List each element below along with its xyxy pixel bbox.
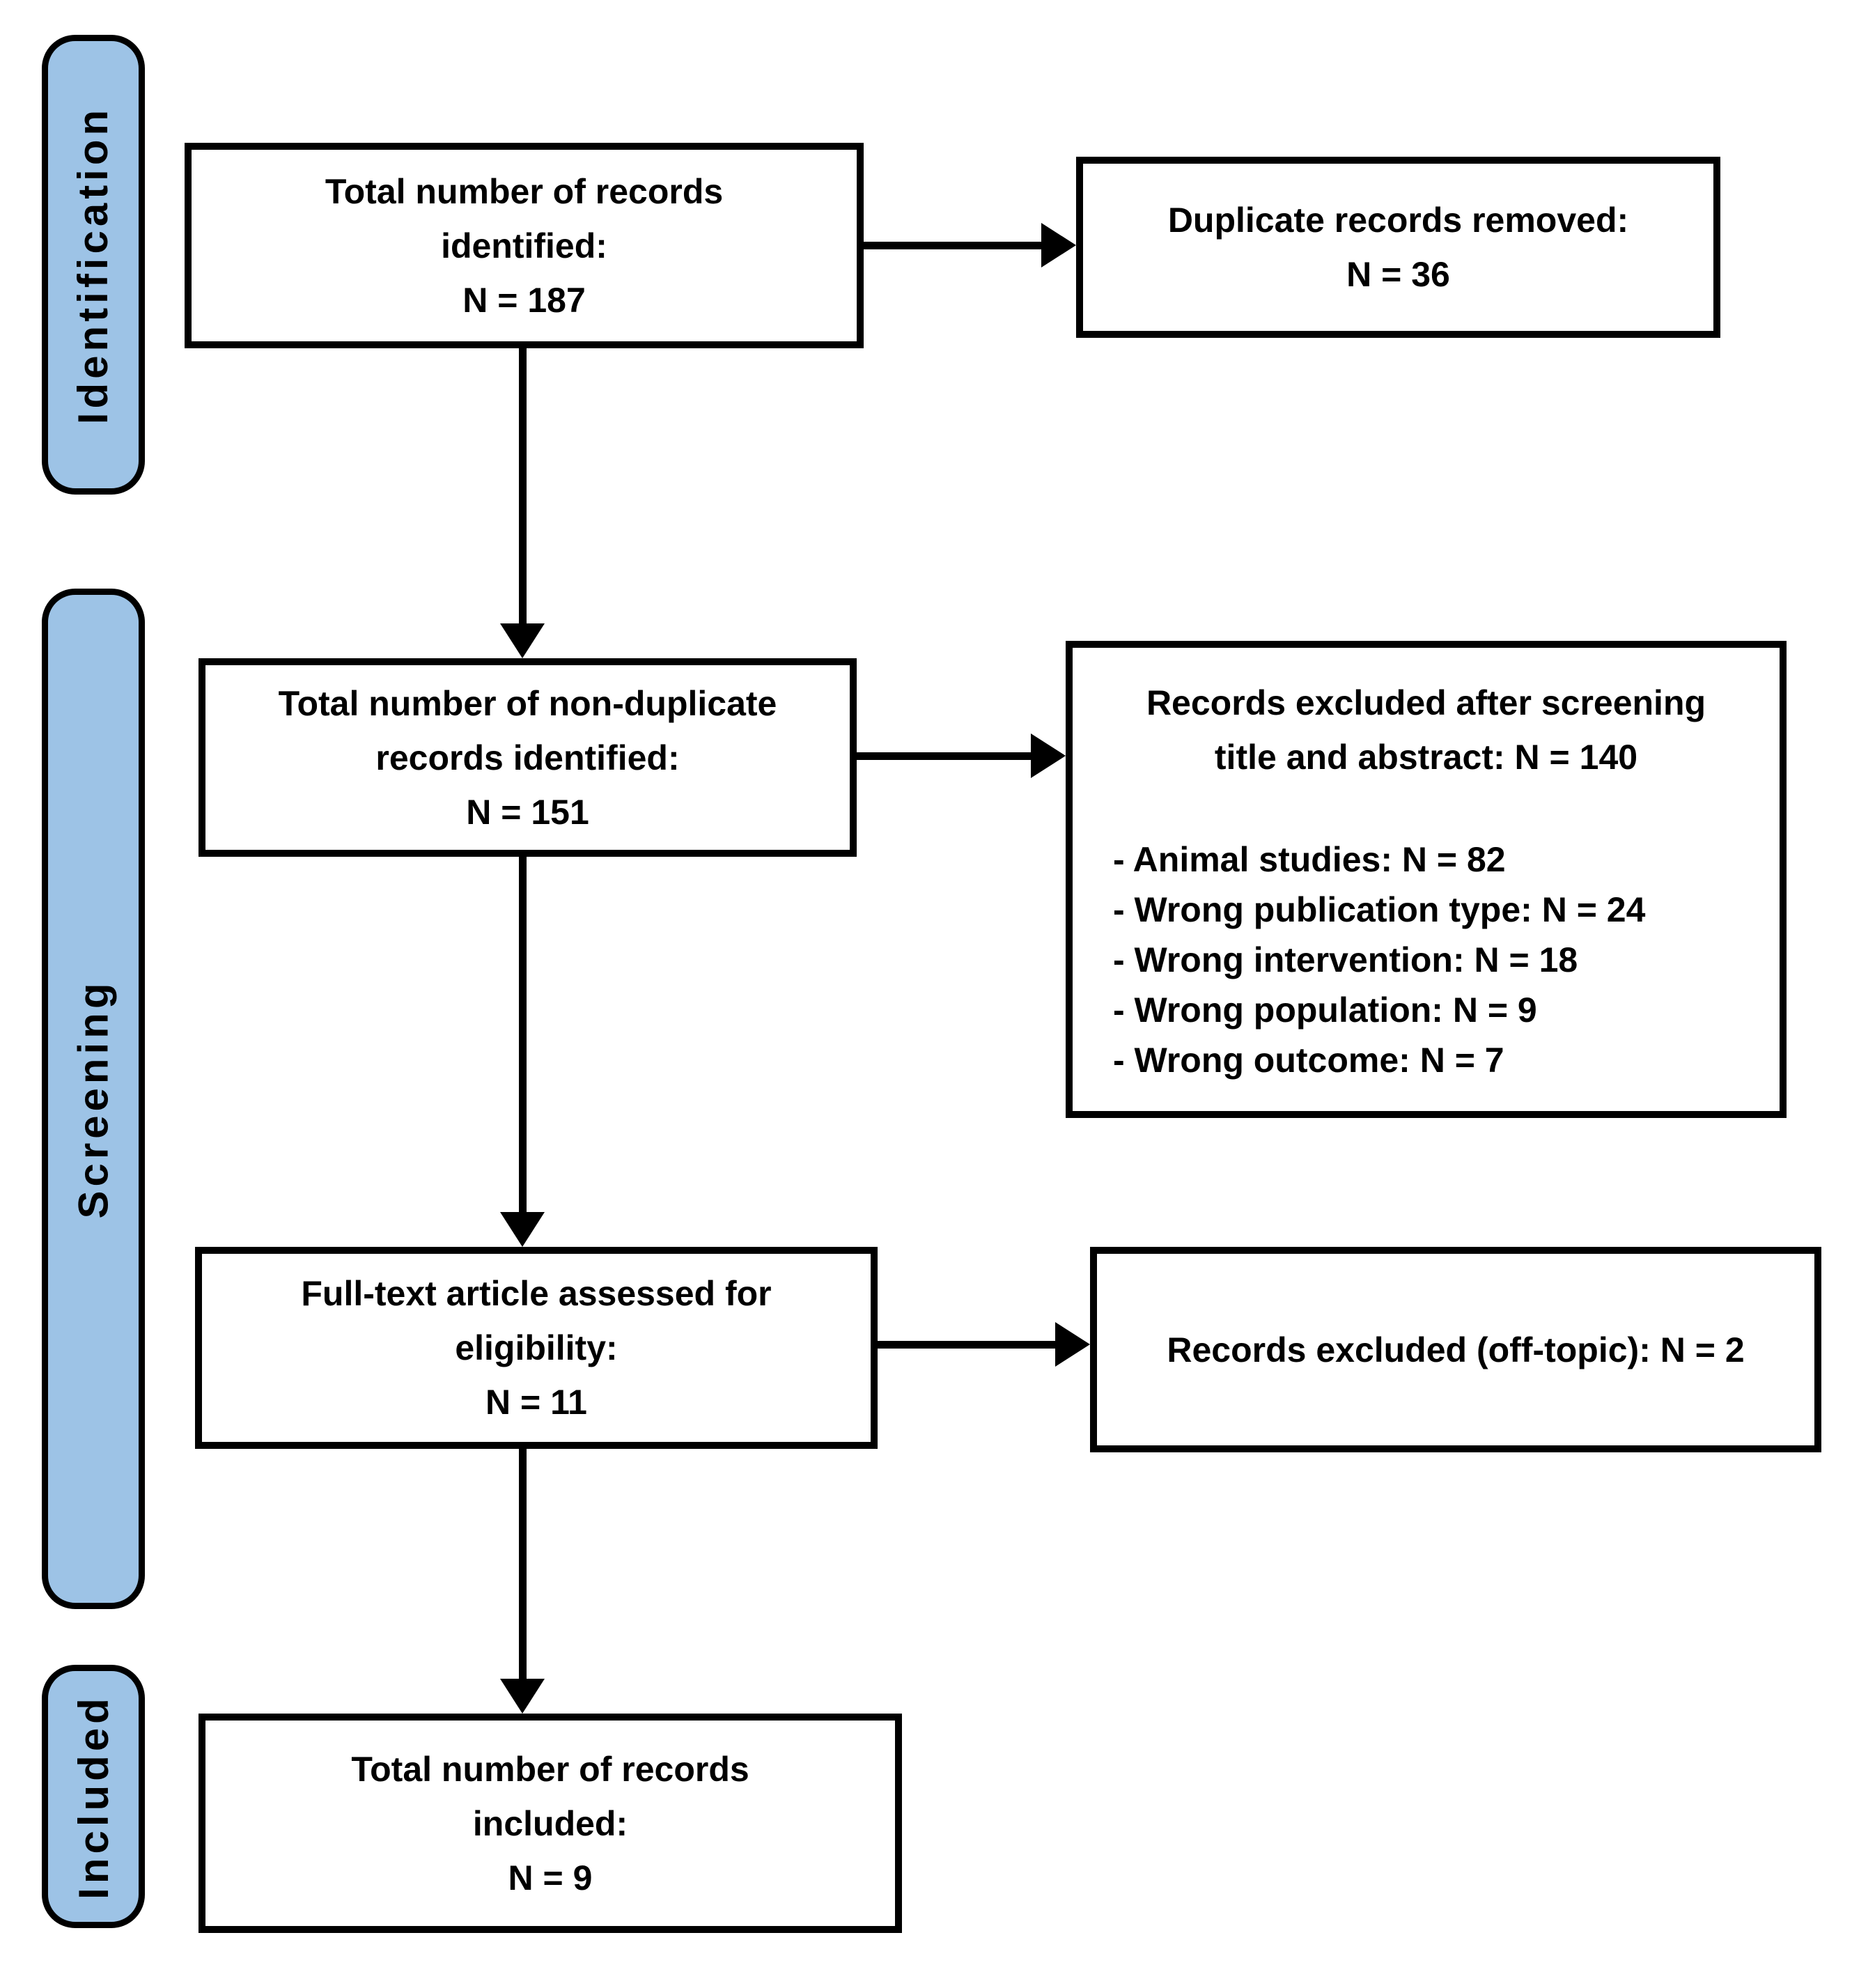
arrow-down-icon (500, 1679, 545, 1714)
box-text-line: Full-text article assessed for (301, 1274, 772, 1313)
box-text-line: Duplicate records removed: (1167, 201, 1629, 240)
box-text-line: records identified: (375, 738, 680, 777)
box-text-line: Total number of records (351, 1749, 749, 1789)
box-text-line: identified: (441, 226, 607, 265)
box-title: Records excluded after screening title a… (1146, 676, 1706, 784)
stage-label-identification: Identification (70, 105, 117, 424)
box-text-line: Total number of non-duplicate (278, 683, 777, 723)
box-text-line: Total number of records (325, 171, 724, 211)
arrow-shaft (519, 345, 527, 627)
box-non-duplicate-records: Total number of non-duplicate records id… (199, 658, 857, 857)
box-text-line: N = 11 (485, 1383, 587, 1422)
stage-band-included: Included (42, 1665, 145, 1928)
box-excluded-after-screening: Records excluded after screening title a… (1066, 641, 1787, 1118)
stage-band-screening: Screening (42, 589, 145, 1609)
arrow-down-icon (500, 1212, 545, 1247)
box-excluded-offtopic: Records excluded (off-topic): N = 2 (1090, 1247, 1821, 1452)
arrow-shaft (864, 242, 1045, 249)
box-text-line: Records excluded (off-topic): N = 2 (1167, 1330, 1745, 1369)
box-records-included: Total number of records included: N = 9 (199, 1714, 902, 1933)
exclusion-reason: - Animal studies: N = 82 (1113, 840, 1506, 879)
exclusion-reason: - Wrong outcome: N = 7 (1113, 1041, 1504, 1080)
arrow-right-icon (1055, 1322, 1090, 1367)
box-text-line: title and abstract: N = 140 (1214, 738, 1638, 777)
stage-label-included: Included (70, 1693, 117, 1900)
arrow-shaft (519, 1449, 527, 1682)
box-text-line: N = 151 (466, 792, 589, 832)
exclusion-reason: - Wrong population: N = 9 (1113, 991, 1537, 1030)
stage-band-identification: Identification (42, 35, 145, 495)
box-duplicates-removed: Duplicate records removed: N = 36 (1076, 157, 1720, 338)
arrow-right-icon (1041, 223, 1076, 267)
arrow-shaft (519, 857, 527, 1216)
exclusion-reason: - Wrong intervention: N = 18 (1113, 940, 1578, 979)
box-text-line: N = 9 (508, 1858, 593, 1897)
arrow-down-icon (500, 623, 545, 658)
box-text-line: included: (472, 1803, 628, 1843)
box-records-identified: Total number of records identified: N = … (185, 143, 864, 348)
box-text-line: eligibility: (455, 1328, 618, 1367)
arrow-shaft (857, 752, 1034, 760)
arrow-shaft (874, 1341, 1059, 1349)
arrow-right-icon (1031, 733, 1066, 778)
box-fulltext-assessed: Full-text article assessed for eligibili… (195, 1247, 878, 1449)
box-text-line: N = 36 (1346, 255, 1450, 294)
box-text-line: N = 187 (462, 280, 586, 320)
exclusion-reason-list: - Animal studies: N = 82 - Wrong publica… (1089, 834, 1645, 1085)
stage-label-screening: Screening (70, 979, 117, 1219)
box-text-line: Records excluded after screening (1146, 683, 1706, 722)
exclusion-reason: - Wrong publication type: N = 24 (1113, 890, 1646, 929)
